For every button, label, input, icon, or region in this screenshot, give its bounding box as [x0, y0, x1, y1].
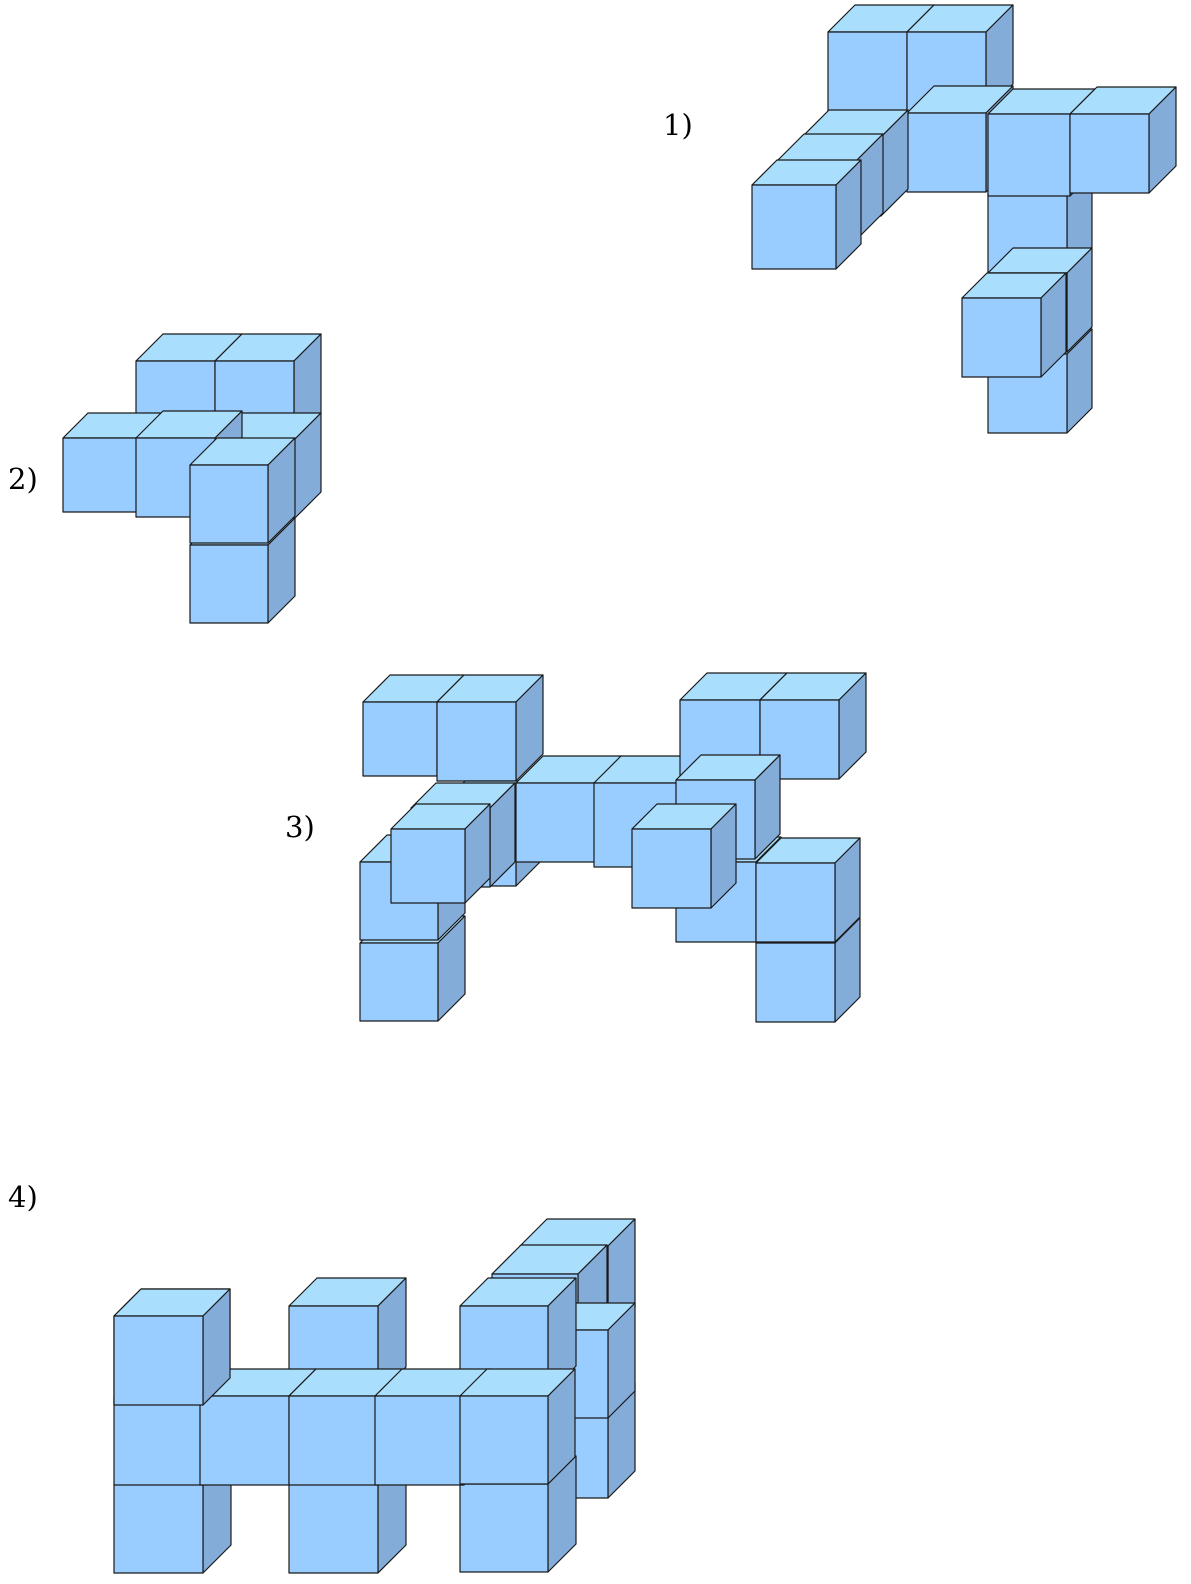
- figure-1-cube-6: [752, 160, 861, 269]
- figure-2-label: 2): [8, 465, 38, 494]
- figure-1-cubes: [752, 5, 1176, 433]
- figure-4-cube-15: [460, 1369, 575, 1484]
- figure-4-cube-16: [114, 1289, 230, 1405]
- figure-2-cube-7: [190, 438, 295, 543]
- figure-1-label: 1): [663, 111, 693, 140]
- figure-3-label: 3): [285, 813, 315, 842]
- figure-3-cube-14: [632, 804, 736, 908]
- figure-3-cubes: [360, 673, 866, 1022]
- figure-2-cubes: [63, 334, 321, 623]
- figure-4-label: 4): [8, 1183, 38, 1212]
- figure-4-cubes: [114, 1219, 635, 1573]
- figure-3-cube-13: [391, 804, 490, 903]
- figure-1-cube-12: [1070, 87, 1176, 193]
- figure-1-cube-10: [962, 273, 1066, 377]
- figure-3-cube-16: [756, 838, 860, 942]
- figure-3-cube-2: [437, 675, 543, 781]
